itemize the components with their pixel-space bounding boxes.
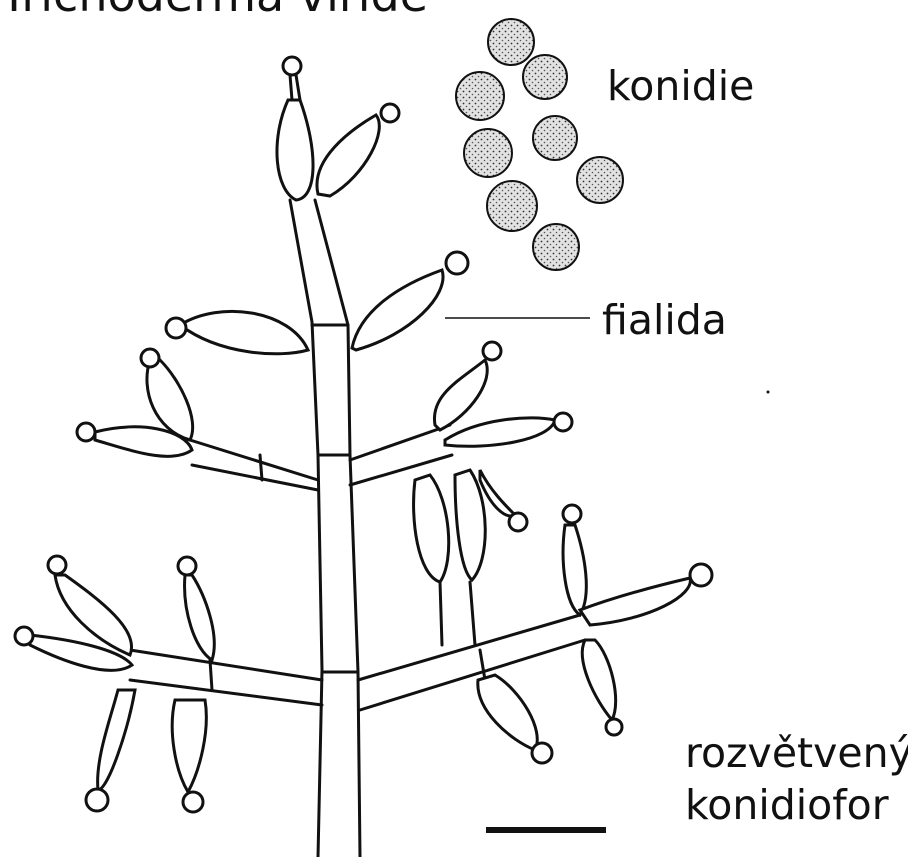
- label-konidie: konidie: [607, 66, 754, 107]
- conidium: [533, 224, 579, 270]
- label-konidiofor-line1: rozvětvený: [685, 727, 908, 779]
- label-konidiofor-line2: konidiofor: [685, 779, 908, 831]
- conidium: [533, 116, 577, 160]
- conidium: [464, 129, 512, 177]
- conidium: [456, 72, 504, 120]
- scale-bar: [486, 827, 606, 833]
- stray-dot: [767, 391, 770, 394]
- conidia-cluster: [456, 19, 623, 270]
- conidium: [488, 19, 534, 65]
- label-fialida: fialida: [602, 300, 727, 341]
- label-konidiofor: rozvětvený konidiofor: [685, 727, 908, 831]
- conidium: [577, 157, 623, 203]
- conidium: [487, 181, 537, 231]
- conidium: [523, 55, 567, 99]
